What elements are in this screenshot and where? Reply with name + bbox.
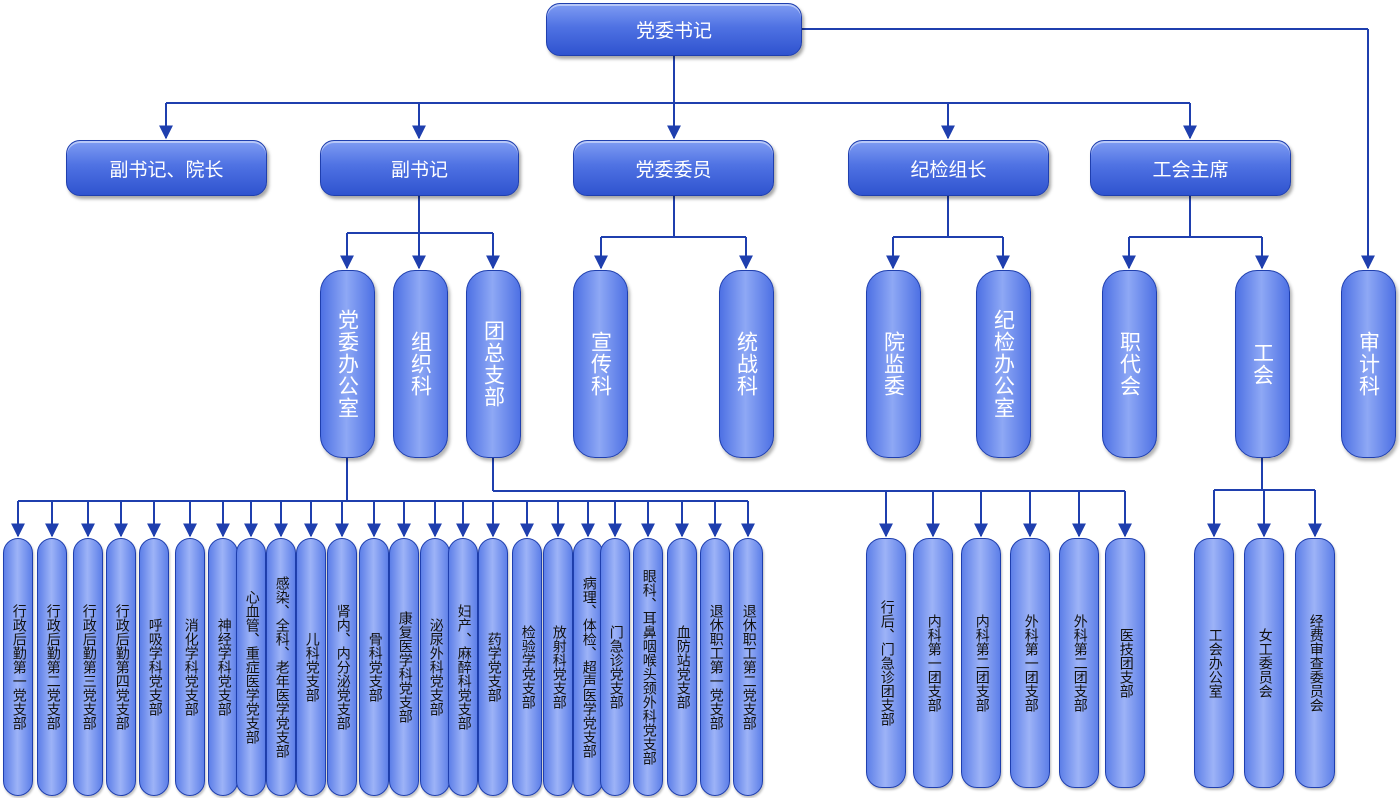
- party-branch-box: 感染、全科、老年医学党支部: [266, 538, 296, 796]
- union-unit-box: 工会办公室: [1194, 538, 1234, 788]
- organization-dept-box: 组织科: [393, 270, 448, 458]
- united-front-dept-box: 统战科: [719, 270, 774, 458]
- party-branch-box: 康复医学科党支部: [389, 538, 419, 796]
- discipline-head-box: 纪检组长: [848, 140, 1049, 196]
- supervision-committee-box: 院监委: [866, 270, 921, 458]
- deputy-secretary-president-box: 副书记、院长: [66, 140, 267, 196]
- party-branch-box: 病理、体检、超声医学党支部: [573, 538, 603, 796]
- party-branch-box: 神经学科党支部: [208, 538, 238, 796]
- party-branch-box: 儿科党支部: [296, 538, 326, 796]
- party-branch-box: 行政后勤第一党支部: [3, 538, 33, 796]
- party-branch-box: 退休职工第一党支部: [700, 538, 730, 796]
- party-branch-box: 泌尿外科党支部: [420, 538, 450, 796]
- union-chair-box: 工会主席: [1090, 140, 1291, 196]
- youth-branch-box: 医技团支部: [1105, 538, 1145, 788]
- committee-member-box: 党委委员: [573, 140, 774, 196]
- party-branch-box: 行政后勤第三党支部: [73, 538, 103, 796]
- party-branch-box: 行政后勤第四党支部: [106, 538, 136, 796]
- party-branch-box: 眼科、耳鼻咽喉头颈外科党支部: [633, 538, 663, 796]
- audit-dept-box: 审计科: [1341, 270, 1396, 458]
- party-branch-box: 检验学党支部: [512, 538, 542, 796]
- youth-branch-box: 内科第一团支部: [913, 538, 953, 788]
- youth-branch-box: 内科第二团支部: [961, 538, 1001, 788]
- publicity-dept-box: 宣传科: [573, 270, 628, 458]
- youth-branch-box: 行后、门急诊团支部: [866, 538, 906, 788]
- party-branch-box: 行政后勤第二党支部: [37, 538, 67, 796]
- party-branch-box: 消化学科党支部: [175, 538, 205, 796]
- youth-league-branch-box: 团总支部: [466, 270, 521, 458]
- party-secretary-box: 党委书记: [546, 3, 802, 56]
- union-unit-box: 经费审查委员会: [1295, 538, 1335, 788]
- party-branch-box: 肾内、内分泌党支部: [327, 538, 357, 796]
- party-branch-box: 心血管、重症医学党支部: [236, 538, 266, 796]
- party-branch-box: 血防站党支部: [667, 538, 697, 796]
- union-unit-box: 女工委员会: [1244, 538, 1284, 788]
- party-branch-box: 呼吸学科党支部: [139, 538, 169, 796]
- party-branch-box: 妇产、麻醉科党支部: [448, 538, 478, 796]
- youth-branch-box: 外科第一团支部: [1010, 538, 1050, 788]
- discipline-office-box: 纪检办公室: [976, 270, 1031, 458]
- youth-branch-box: 外科第二团支部: [1059, 538, 1099, 788]
- workers-congress-box: 职代会: [1102, 270, 1157, 458]
- party-branch-box: 药学党支部: [478, 538, 508, 796]
- party-office-box: 党委办公室: [320, 270, 375, 458]
- party-branch-box: 门急诊党支部: [600, 538, 630, 796]
- party-branch-box: 放射科党支部: [543, 538, 573, 796]
- party-branch-box: 退休职工第二党支部: [733, 538, 763, 796]
- deputy-secretary-box: 副书记: [320, 140, 519, 196]
- party-branch-box: 骨科党支部: [359, 538, 389, 796]
- union-box: 工会: [1235, 270, 1290, 458]
